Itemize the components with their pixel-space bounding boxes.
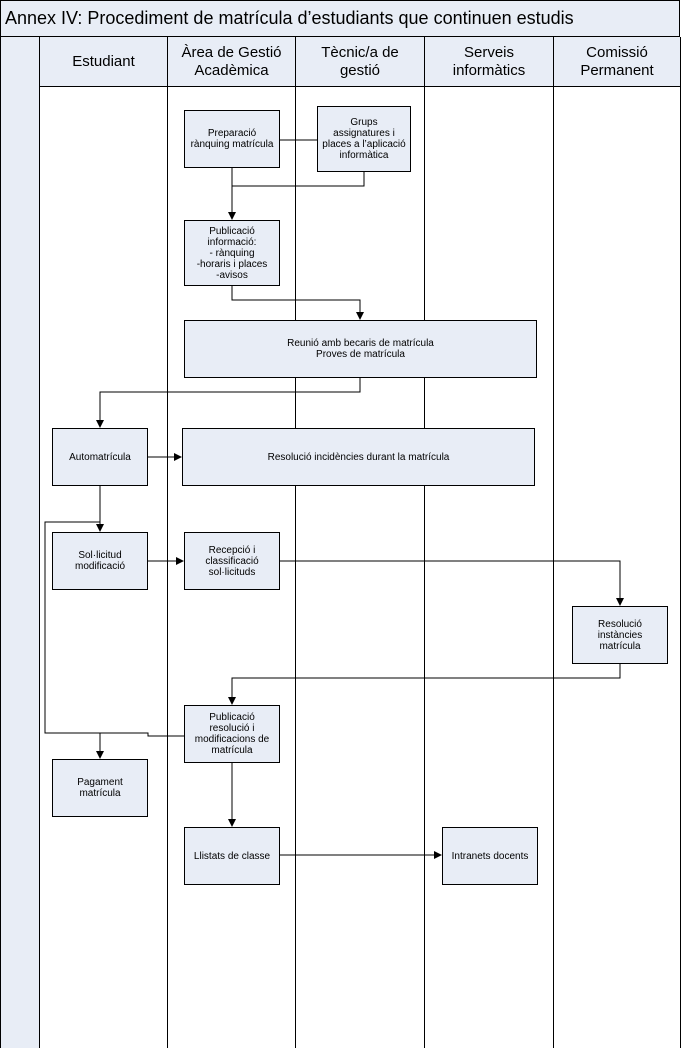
node-sollicitud-modificacio: Sol·licitud modificació — [52, 532, 148, 590]
lane-header-area-gestio: Àrea de Gestió Acadèmica — [168, 37, 296, 87]
node-pagament-matricula: Pagament matrícula — [52, 759, 148, 817]
title-bar: Annex IV: Procediment de matrícula d’est… — [0, 0, 680, 37]
node-resolucio-instancies: Resolució instàncies matrícula — [572, 606, 668, 664]
diagram-title: Annex IV: Procediment de matrícula d’est… — [5, 8, 574, 28]
node-publicacio-informacio: Publicació informació: - rànquing -horar… — [184, 220, 280, 286]
node-reunio-becaris: Reunió amb becaris de matrícula Proves d… — [184, 320, 537, 378]
lane-comissio — [554, 87, 681, 1048]
lane-serveis — [425, 87, 554, 1048]
node-automatricula: Automatrícula — [52, 428, 148, 486]
node-recepcio-classificacio: Recepció i classificació sol·licituds — [184, 532, 280, 590]
lane-header-comissio: Comissió Permanent — [554, 37, 681, 87]
node-intranets-docents: Intranets docents — [442, 827, 538, 885]
node-resolucio-incidencies: Resolució incidències durant la matrícul… — [182, 428, 535, 486]
lane-header-estudiant: Estudiant — [40, 37, 168, 87]
node-grups-assignatures: Grups assignatures i places a l’aplicaci… — [317, 106, 411, 172]
node-preparacio-ranquing: Preparació rànquing matrícula — [184, 110, 280, 168]
node-llistats-classe: Llistats de classe — [184, 827, 280, 885]
lane-header-serveis: Serveis informàtics — [425, 37, 554, 87]
lane-tecnic — [296, 87, 425, 1048]
left-margin-strip — [0, 37, 40, 1048]
lane-header-tecnic: Tècnic/a de gestió — [296, 37, 425, 87]
node-publicacio-resolucio: Publicació resolució i modificacions de … — [184, 705, 280, 763]
